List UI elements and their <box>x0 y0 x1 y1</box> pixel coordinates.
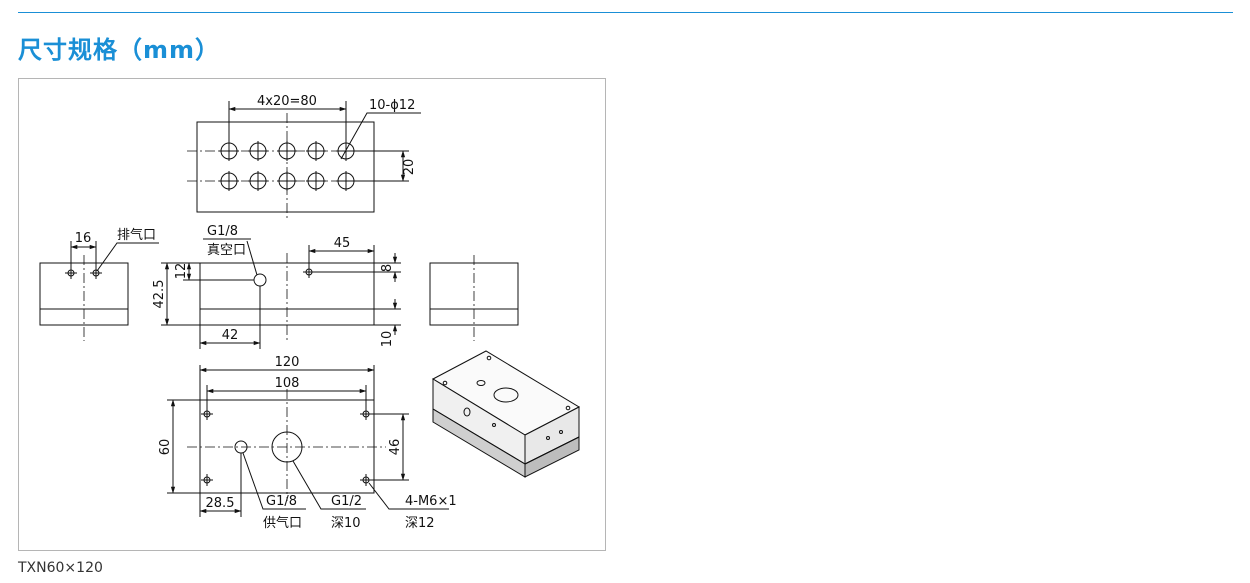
dim-hole-pitch: 4x20=80 <box>257 94 317 109</box>
dim-42: 42 <box>222 328 239 343</box>
isometric-view <box>431 350 581 478</box>
label-vacuum: 真空口 <box>207 243 246 258</box>
dim-row-spacing: 20 <box>402 159 417 176</box>
dim-42-5: 42.5 <box>152 280 167 309</box>
label-m6: 4-M6×1 <box>405 494 457 509</box>
technical-drawing: 4x20=80 10-ϕ12 20 16 排气口 G1/8 真空口 45 12 … <box>39 94 581 531</box>
header-divider <box>18 12 1233 13</box>
model-caption: TXN60×120 <box>18 560 103 576</box>
top-view <box>187 101 421 219</box>
dim-45: 45 <box>334 236 351 251</box>
dim-46: 46 <box>388 439 403 456</box>
hole-row-2 <box>219 171 356 191</box>
label-depth10: 深10 <box>331 516 361 531</box>
label-g18-top: G1/8 <box>207 224 238 239</box>
dim-60: 60 <box>158 439 173 456</box>
label-depth12: 深12 <box>405 516 435 531</box>
label-g12: G1/2 <box>331 494 362 509</box>
dim-side-16: 16 <box>75 231 92 246</box>
left-side-view <box>39 241 159 341</box>
right-side-view <box>429 255 519 341</box>
bottom-view <box>167 365 449 517</box>
dim-120: 120 <box>275 355 300 370</box>
dim-28-5: 28.5 <box>206 496 235 511</box>
section-title: 尺寸规格（mm） <box>18 36 221 64</box>
label-supply: 供气口 <box>263 515 302 531</box>
drawing-frame: 4x20=80 10-ϕ12 20 16 排气口 G1/8 真空口 45 12 … <box>18 78 606 551</box>
label-exhaust: 排气口 <box>117 227 156 243</box>
dim-hole-callout: 10-ϕ12 <box>369 98 415 113</box>
dim-12: 12 <box>174 263 189 280</box>
dim-8: 8 <box>380 264 395 272</box>
dim-10: 10 <box>380 331 395 348</box>
dim-108: 108 <box>275 376 300 391</box>
dimension-labels: 4x20=80 10-ϕ12 20 16 排气口 G1/8 真空口 45 12 … <box>75 94 457 531</box>
front-view <box>161 238 401 349</box>
label-g18-bottom: G1/8 <box>266 494 297 509</box>
